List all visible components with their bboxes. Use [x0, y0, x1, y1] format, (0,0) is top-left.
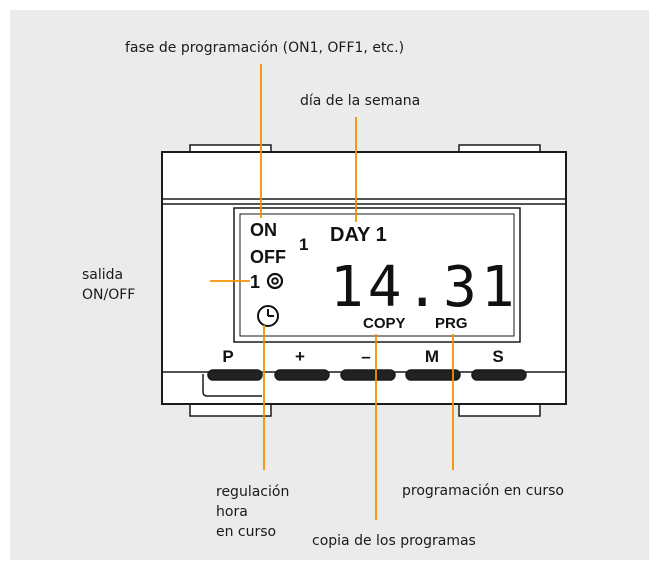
- button-label-plus: +: [295, 347, 305, 366]
- button-p-guard: [202, 374, 262, 397]
- callout-clock-line1: regulación: [216, 484, 290, 500]
- clock-icon: [257, 305, 279, 327]
- button-s[interactable]: [471, 369, 527, 381]
- lcd-time: 14.31: [330, 255, 519, 320]
- callout-output-line1: salida: [82, 267, 124, 283]
- button-plus[interactable]: [274, 369, 330, 381]
- button-label-p: P: [222, 347, 233, 366]
- callout-programming-phase: fase de programación (ON1, OFF1, etc.): [125, 40, 405, 56]
- callout-weekday: día de la semana: [300, 93, 421, 109]
- output-indicator-icon: [266, 272, 284, 290]
- lcd-copy-label: COPY: [363, 315, 406, 332]
- button-label-m: M: [425, 347, 439, 366]
- button-minus[interactable]: [340, 369, 396, 381]
- lcd-on-label: ON: [250, 220, 277, 240]
- callout-copy: copia de los programas: [312, 533, 476, 549]
- lcd-day-label: DAY 1: [330, 224, 387, 246]
- lcd-screen: [239, 213, 515, 337]
- lcd-output-number: 1: [250, 272, 260, 292]
- lcd-phase-number: 1: [299, 235, 308, 254]
- callout-programming: programación en curso: [402, 483, 564, 499]
- leader-lines: [210, 64, 454, 520]
- callout-output-line2: ON/OFF: [82, 287, 136, 303]
- button-label-s: S: [492, 347, 503, 366]
- lcd-prg-label: PRG: [435, 315, 468, 332]
- button-m[interactable]: [405, 369, 461, 381]
- lcd-off-label: OFF: [250, 247, 286, 267]
- button-p[interactable]: [207, 369, 263, 381]
- callout-clock-line3: en curso: [216, 524, 277, 540]
- callout-clock-line2: hora: [216, 504, 248, 520]
- button-label-minus: –: [361, 347, 370, 366]
